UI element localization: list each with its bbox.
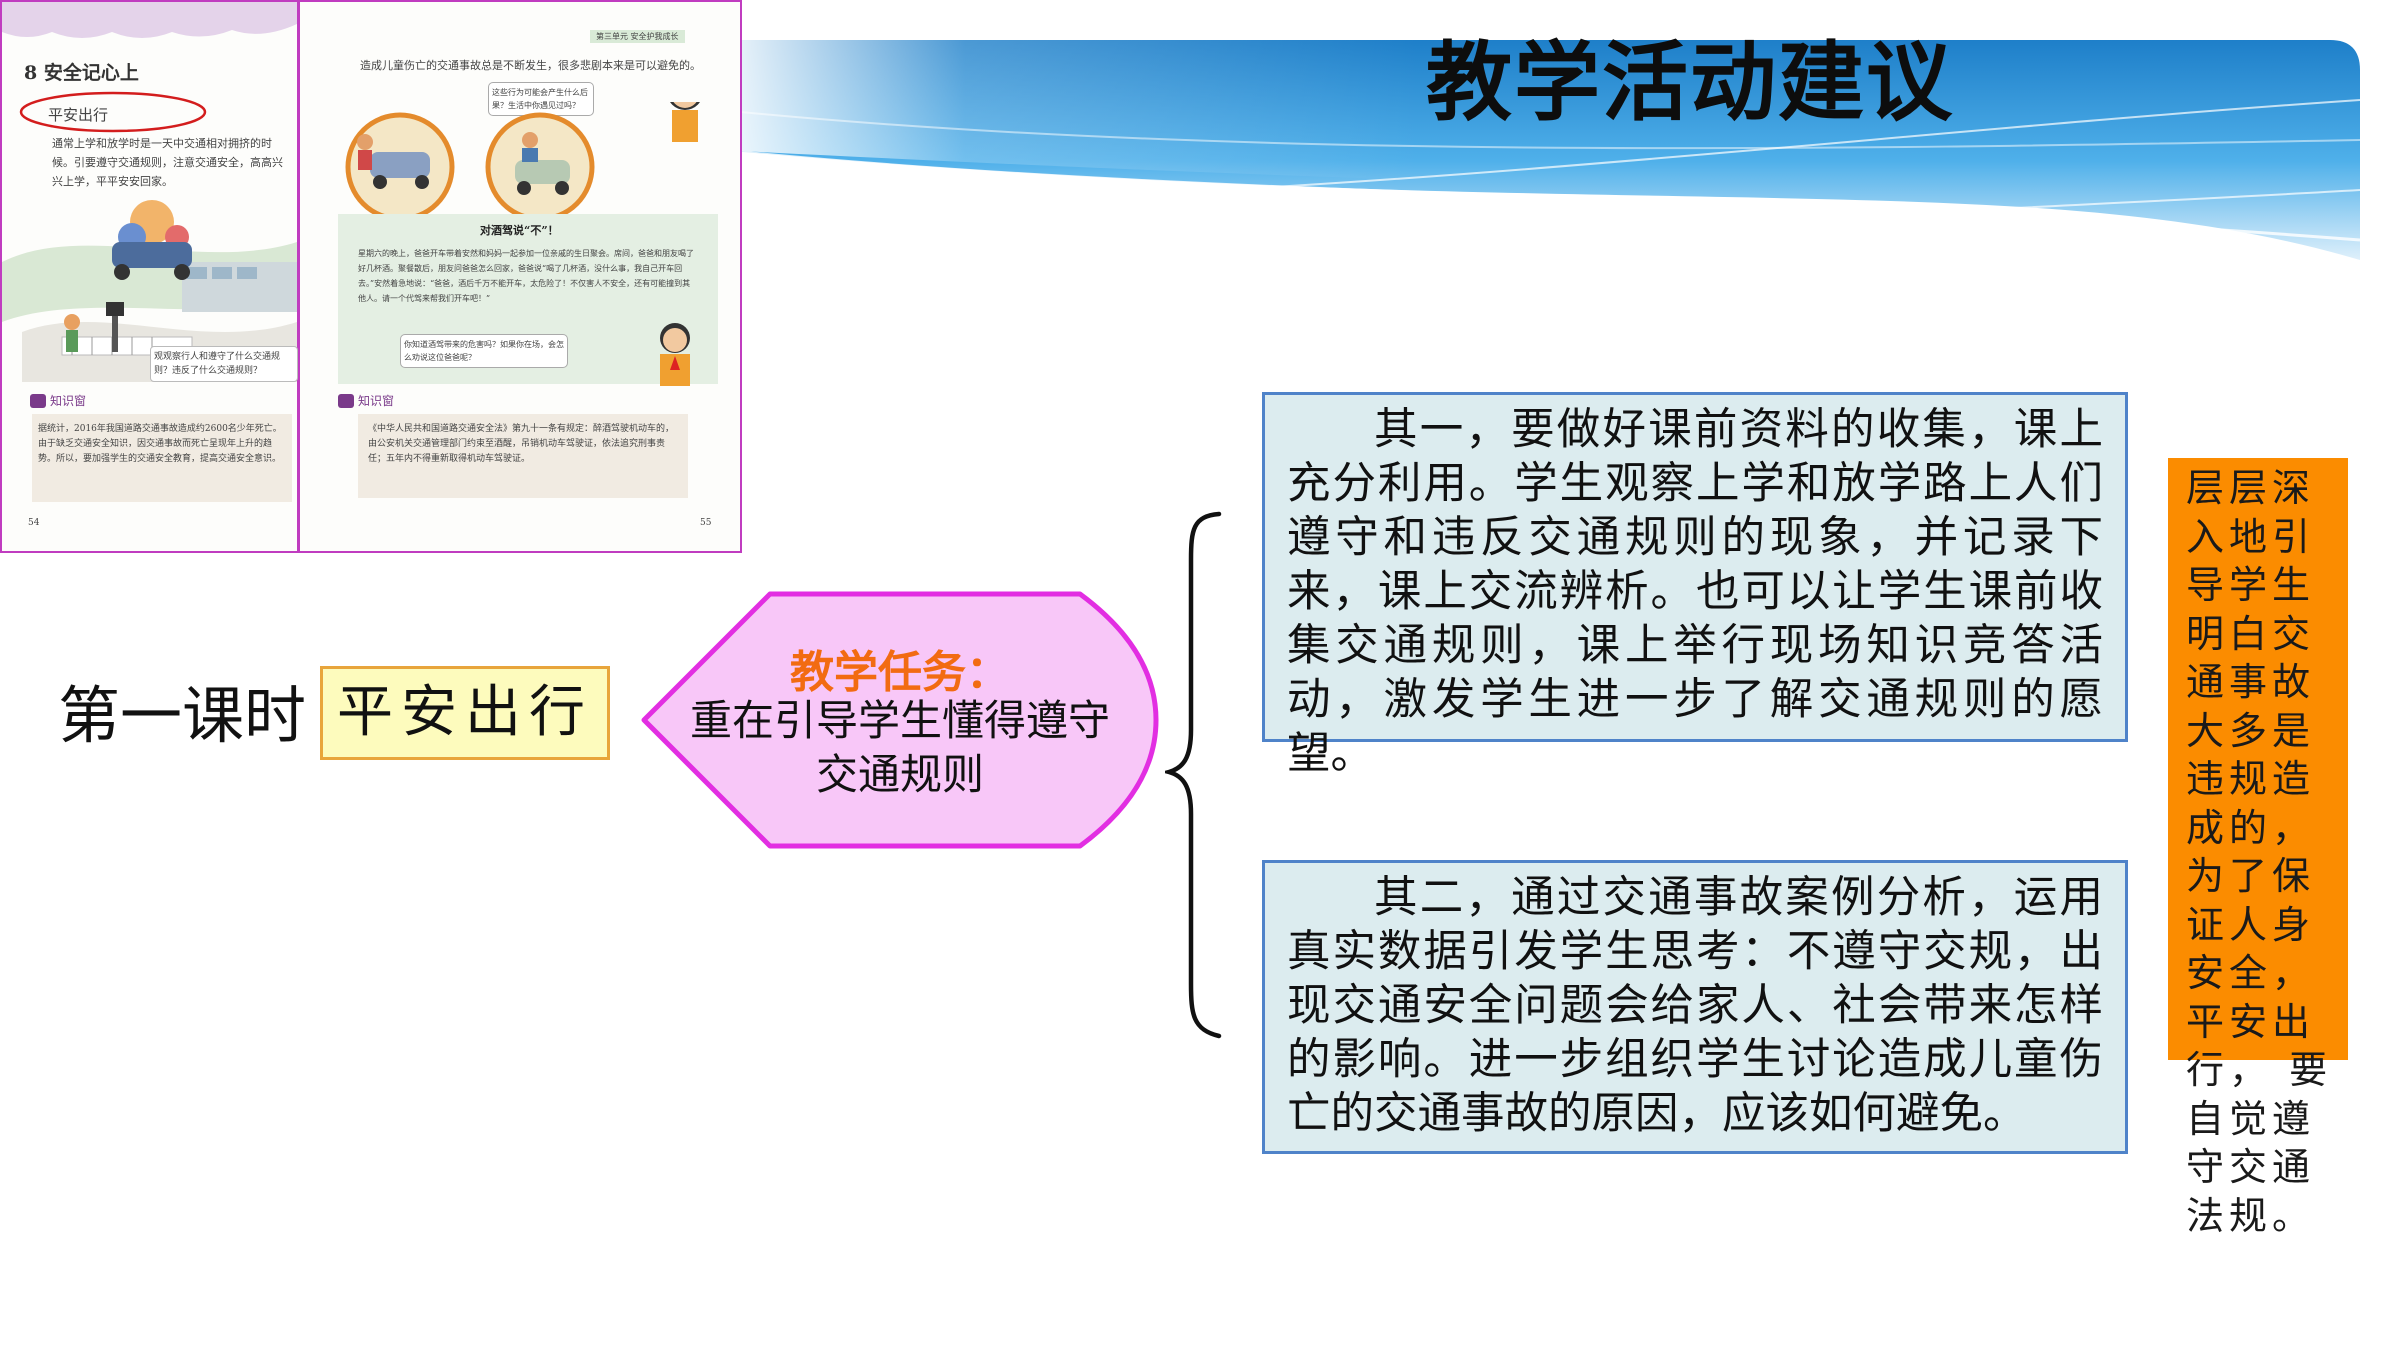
accident-illustrations	[345, 102, 700, 222]
textbook-left-page: 8 安全记心上 平安出行 通常上学和放学时是一天中交通相对拥挤的时候。引要遵守交…	[2, 2, 300, 551]
task-title: 教学任务：	[790, 647, 1010, 698]
textbook-left-bubble: 观观察行人和遵守了什么交通规则？违反了什么交通规则？	[150, 346, 298, 382]
textbook-right-page: 第三单元 安全护我成长 造成儿童伤亡的交通事故总是不断发生，很多悲剧本来是可以避…	[300, 2, 740, 551]
textbook-left-knowledge-tag: 知识窗	[50, 394, 87, 408]
header-wave-decoration	[720, 40, 2360, 271]
task-hexagon-shape	[641, 591, 1159, 849]
suggestion-1-text: 其一，要做好课前资料的收集，课上充分利用。学生观察上学和放学路上人们遵守和违反交…	[1287, 405, 2103, 779]
side-note-text: 层层深入地引导学生明白交通事故大多是违规造成的，为了保证人身安全，平安出行， 要…	[2186, 466, 2333, 1238]
textbook-right-bubble-1: 这些行为可能会产生什么后果？生活中你遇见过吗？	[488, 82, 594, 116]
lesson-period-label: 第一课时	[58, 679, 307, 752]
suggestion-box-1: 其一，要做好课前资料的收集，课上充分利用。学生观察上学和放学路上人们遵守和违反交…	[1262, 392, 2128, 779]
page-title: 教学活动建议	[1426, 33, 1954, 133]
textbook-left-header: 8 安全记心上	[24, 62, 139, 84]
textbook-right-story: 星期六的晚上，爸爸开车带着安然和妈妈一起参加一位亲戚的生日聚会。席间，爸爸和朋友…	[358, 249, 694, 303]
lesson-name-box: 平安出行	[320, 666, 610, 760]
red-circle-annotation	[19, 91, 207, 133]
textbook-right-paragraph: 造成儿童伤亡的交通事故总是不断发生，很多悲剧本来是可以避免的。	[360, 59, 701, 72]
textbook-left-page-number: 54	[28, 518, 40, 528]
book-icon	[30, 394, 46, 408]
suggestion-box-2: 其二，通过交通事故案例分析，运用真实数据引发学生思考：不遵守交规，出现交通安全问…	[1262, 860, 2128, 1154]
task-description: 重在引导学生懂得遵守交通规则	[689, 696, 1110, 799]
textbook-right-story-title: 对酒驾说“不”！	[480, 224, 559, 237]
cloud-header-decoration	[2, 2, 297, 38]
textbook-right-page-number: 55	[700, 518, 712, 528]
book-icon	[338, 394, 354, 408]
textbook-left-circled-text: 平安出行	[48, 106, 109, 124]
textbook-left-knowledge: 据统计，2016年我国道路交通事故造成约2600名少年死亡。由于缺乏交通安全知识…	[32, 414, 292, 502]
side-note-box: 层层深入地引导学生明白交通事故大多是违规造成的，为了保证人身安全，平安出行， 要…	[2168, 458, 2348, 1238]
textbook-right-knowledge-tag: 知识窗	[358, 394, 395, 408]
textbook-right-header: 第三单元 安全护我成长	[590, 30, 685, 43]
suggestion-2-text: 其二，通过交通事故案例分析，运用真实数据引发学生思考：不遵守交规，出现交通安全问…	[1287, 873, 2103, 1139]
curly-brace	[1165, 511, 1222, 1039]
textbook-right-bubble-2: 你知道酒驾带来的危害吗？如果你在场，会怎么劝说这位爸爸呢？	[400, 334, 568, 368]
textbook-right-knowledge: 《中华人民共和国道路交通安全法》第九十一条有规定：醉酒驾驶机动车的，由公安机关交…	[358, 414, 688, 498]
student-figure-illustration	[660, 323, 690, 386]
textbook-image: 8 安全记心上 平安出行 通常上学和放学时是一天中交通相对拥挤的时候。引要遵守交…	[0, 0, 742, 553]
textbook-left-paragraph: 通常上学和放学时是一天中交通相对拥挤的时候。引要遵守交通规则，注意交通安全，高高…	[52, 137, 283, 188]
